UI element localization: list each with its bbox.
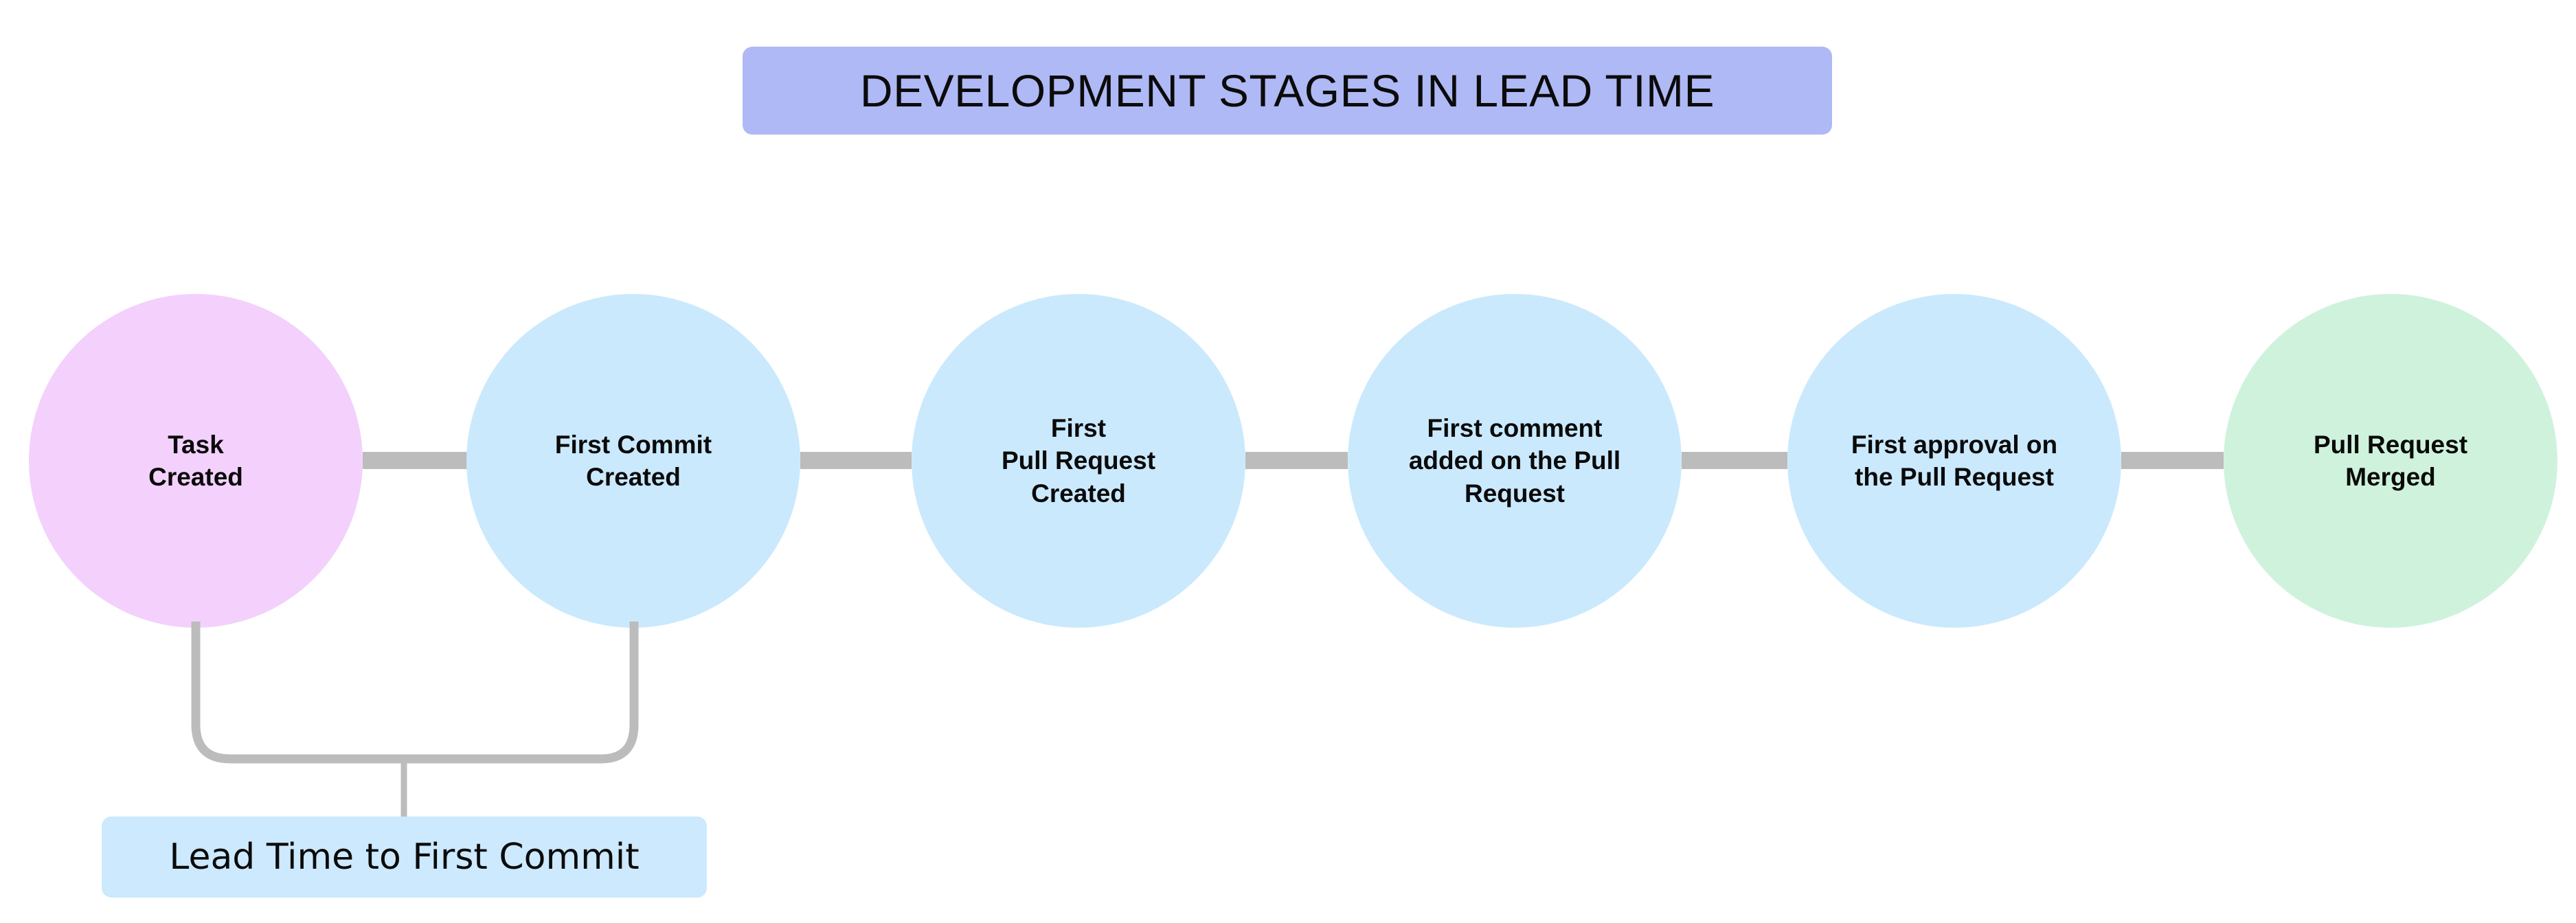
stage-label-pull-request-merged: Pull Request Merged: [2313, 430, 2468, 491]
connector-commit-to-pr: [800, 452, 912, 469]
stage-node-first-approval[interactable]: First approval on the Pull Request: [1787, 294, 2121, 628]
stage-node-first-commit-created[interactable]: First Commit Created: [466, 294, 800, 628]
stage-node-first-pull-request-created[interactable]: First Pull Request Created: [912, 294, 1245, 628]
stage-node-pull-request-merged[interactable]: Pull Request Merged: [2224, 294, 2557, 628]
page-title: DEVELOPMENT STAGES IN LEAD TIME: [859, 65, 1715, 116]
connector-approval-to-merged: [2121, 452, 2224, 469]
lead-time-annotation-chip[interactable]: Lead Time to First Commit: [102, 817, 707, 898]
connector-pr-to-comment: [1245, 452, 1348, 469]
stage-node-first-comment-added[interactable]: First comment added on the Pull Request: [1348, 294, 1682, 628]
lead-time-annotation-label: Lead Time to First Commit: [169, 836, 640, 878]
connector-task-to-commit: [363, 452, 469, 469]
connector-comment-to-approval: [1682, 452, 1787, 469]
stage-label-first-pull-request-created: First Pull Request Created: [1001, 413, 1156, 508]
page-title-banner: DEVELOPMENT STAGES IN LEAD TIME: [743, 47, 1832, 135]
stage-node-task-created[interactable]: Task Created: [29, 294, 363, 628]
stage-label-task-created: Task Created: [148, 430, 243, 491]
stage-label-first-comment-added: First comment added on the Pull Request: [1408, 413, 1621, 508]
stage-label-first-commit-created: First Commit Created: [554, 430, 712, 491]
stage-label-first-approval: First approval on the Pull Request: [1851, 430, 2058, 491]
bracket-path: [191, 622, 639, 764]
